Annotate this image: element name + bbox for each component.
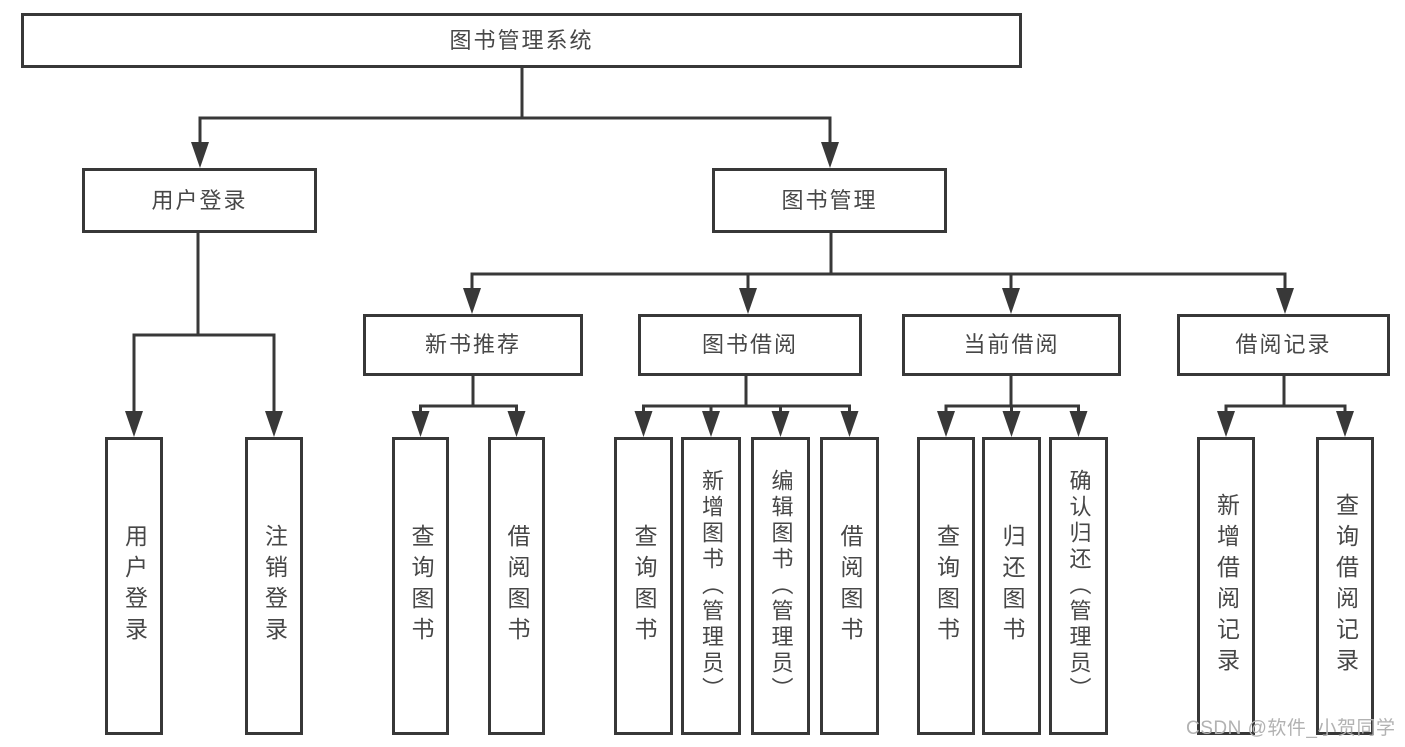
node-label: 查询图书 <box>631 524 657 648</box>
node-label: 图书管理 <box>781 187 878 213</box>
node-label: 用户登录 <box>121 524 148 648</box>
arrowheads <box>125 142 1354 437</box>
node-label: 注销登录 <box>261 524 288 648</box>
node-user-login: 用户登录 <box>82 168 317 233</box>
node-user-login-action: 用户登录 <box>105 437 163 735</box>
node-label: 图书借阅 <box>701 332 798 357</box>
node-library-management-system: 图书管理系统 <box>21 13 1022 68</box>
node-label: 归还图书 <box>999 524 1025 648</box>
node-new-book-recommend: 新书推荐 <box>363 314 583 376</box>
node-confirm-return-admin: 确认归还（管理员） <box>1049 437 1108 735</box>
node-borrow-books-1: 借阅图书 <box>488 437 545 735</box>
node-label: 当前借阅 <box>963 332 1060 357</box>
node-query-books-3: 查询图书 <box>917 437 975 735</box>
node-return-books: 归还图书 <box>982 437 1041 735</box>
node-label: 借阅图书 <box>837 524 863 648</box>
node-label: 确认归还（管理员） <box>1066 469 1092 703</box>
node-book-management: 图书管理 <box>712 168 947 233</box>
node-add-books-admin: 新增图书（管理员） <box>681 437 741 735</box>
node-query-books-2: 查询图书 <box>614 437 673 735</box>
node-edit-books-admin: 编辑图书（管理员） <box>751 437 810 735</box>
node-label: 查询图书 <box>408 524 434 648</box>
node-borrow-books-2: 借阅图书 <box>820 437 879 735</box>
node-add-borrow-record: 新增借阅记录 <box>1197 437 1255 735</box>
node-query-books-1: 查询图书 <box>392 437 449 735</box>
csdn-watermark: CSDN @软件_小贺同学 <box>1186 718 1396 739</box>
node-label: 新增借阅记录 <box>1213 493 1240 679</box>
node-label: 用户登录 <box>151 187 248 213</box>
node-book-borrowing: 图书借阅 <box>638 314 862 376</box>
node-label: 新增图书（管理员） <box>699 469 724 703</box>
node-query-borrow-record: 查询借阅记录 <box>1316 437 1374 735</box>
node-label: 图书管理系统 <box>449 27 594 53</box>
node-label: 编辑图书（管理员） <box>768 469 794 703</box>
node-current-borrowing: 当前借阅 <box>902 314 1121 376</box>
node-borrowing-records: 借阅记录 <box>1177 314 1390 376</box>
node-logout: 注销登录 <box>245 437 303 735</box>
node-label: 新书推荐 <box>424 332 521 357</box>
node-label: 借阅记录 <box>1235 332 1332 357</box>
node-label: 借阅图书 <box>504 524 530 648</box>
node-label: 查询图书 <box>933 524 960 648</box>
node-label: 查询借阅记录 <box>1332 493 1359 679</box>
